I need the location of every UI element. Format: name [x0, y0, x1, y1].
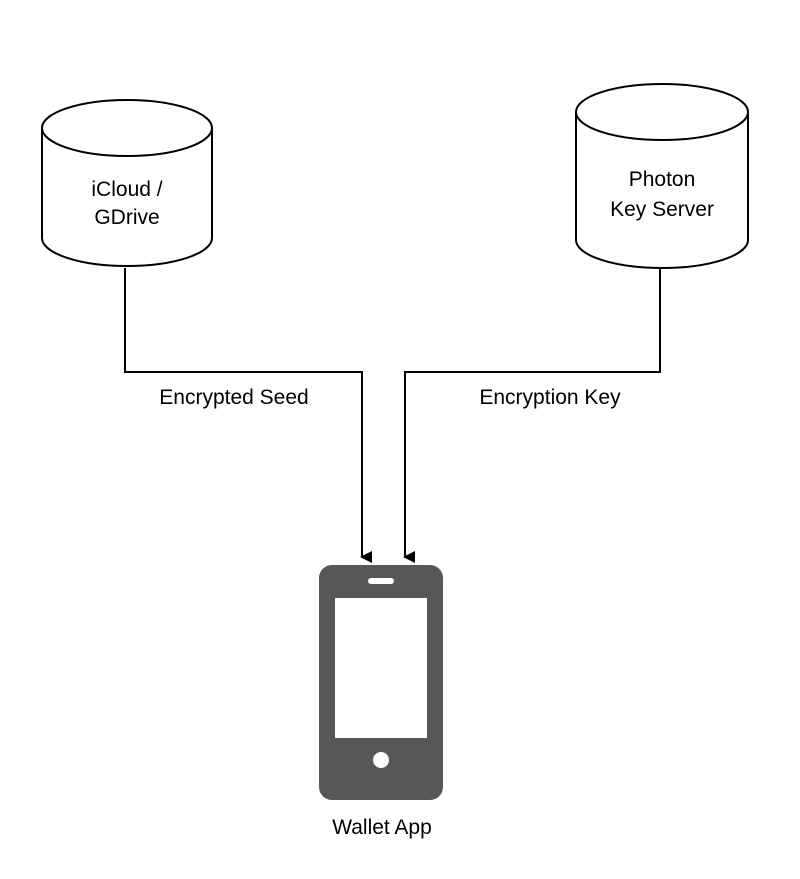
phone-screen	[335, 598, 427, 738]
storage-database-icon	[41, 99, 213, 267]
edge-encryption-key: Encryption Key	[403, 268, 661, 563]
edge-encrypted-seed-label: Encrypted Seed	[159, 386, 308, 409]
edge-encrypted-seed-line	[124, 268, 372, 563]
phone-speaker	[368, 578, 394, 584]
key-server-label-line-2: Key Server	[610, 198, 714, 221]
wallet-label: Wallet App	[332, 816, 432, 839]
phone-home-button	[373, 752, 389, 768]
key-server-database-icon	[575, 83, 749, 269]
edge-encryption-key-label: Encryption Key	[479, 386, 621, 409]
edge-encrypted-seed: Encrypted Seed	[124, 268, 372, 563]
storage-label-line-2: GDrive	[94, 206, 159, 229]
key-server-label-line-1: Photon	[629, 168, 696, 191]
smartphone-icon	[319, 565, 443, 800]
storage-node: iCloud / GDrive	[41, 99, 213, 267]
key-server-node: Photon Key Server	[575, 83, 749, 269]
wallet-node: Wallet App	[319, 565, 443, 839]
storage-label-line-1: iCloud /	[91, 178, 162, 201]
edge-encryption-key-line	[403, 268, 661, 563]
